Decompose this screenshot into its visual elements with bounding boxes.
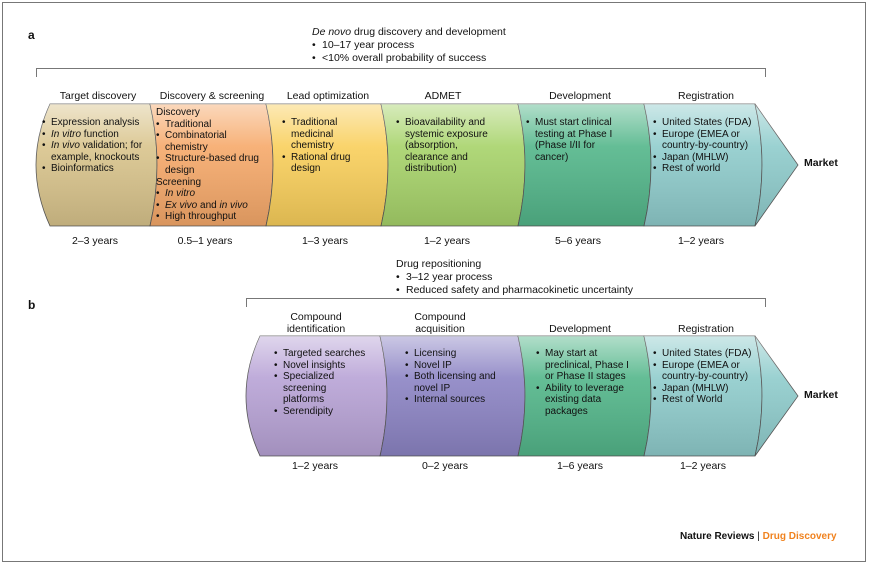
stage-duration: 2–3 years — [71, 235, 119, 247]
stage-item: Europe (EMEA or country-by-country) — [653, 360, 753, 383]
journal-name: Nature Reviews — [680, 531, 755, 542]
stage-duration: 0–2 years — [421, 460, 469, 472]
stage-duration: 1–2 years — [679, 460, 727, 472]
panel-a-header-title: De novo drug discovery and development — [312, 26, 506, 38]
stage-body: United States (FDA) Europe (EMEA or coun… — [653, 117, 753, 175]
stage-item: Licensing — [405, 348, 505, 360]
credit-separator: | — [757, 531, 760, 542]
stage-body: Traditional medicinal chemistry Rational… — [282, 117, 378, 175]
stage-subheading: Discovery — [156, 107, 200, 118]
journal-section: Drug Discovery — [762, 531, 837, 542]
stage-item: Targeted searches — [274, 348, 370, 360]
stage-item: Novel insights — [274, 360, 370, 372]
stage-item: Rational drug design — [282, 152, 378, 175]
stage-item: Must start clinical testing at Phase I (… — [526, 117, 626, 163]
stage-title: Development — [549, 90, 611, 102]
panel-a-header: De novo drug discovery and development 1… — [312, 26, 506, 65]
stage-body: May start at preclinical, Phase I or Pha… — [536, 348, 632, 418]
stage-item: Bioavailability and systemic exposure (a… — [396, 117, 502, 175]
stage-body: Expression analysis In vitro function In… — [42, 117, 150, 175]
stage-item: Ex vivo and in vivo — [156, 200, 266, 212]
market-label: Market — [804, 157, 838, 169]
stage-duration: 5–6 years — [554, 235, 602, 247]
pipeline-arrow-tip-shade — [755, 336, 798, 456]
stage-body: Licensing Novel IP Both licensing and no… — [405, 348, 505, 406]
stage-item: Combinatorial chemistry — [156, 130, 266, 153]
stage-title: Development — [549, 323, 611, 335]
stage-item: Both licensing and novel IP — [405, 371, 505, 394]
stage-duration: 1–3 years — [301, 235, 349, 247]
panel-a-header-bullet: <10% overall probability of success — [312, 52, 506, 65]
stage-duration: 1–2 years — [291, 460, 339, 472]
stage-duration: 0.5–1 years — [177, 235, 233, 247]
stage-title: Registration — [677, 90, 735, 102]
journal-credit: Nature Reviews | Drug Discovery — [680, 531, 837, 542]
panel-b-bracket — [246, 298, 766, 307]
stage-body: United States (FDA) Europe (EMEA or coun… — [653, 348, 753, 406]
stage-item: Rest of world — [653, 163, 753, 175]
panel-b-header-title: Drug repositioning — [396, 258, 482, 270]
stage-item: Ability to leverage existing data packag… — [536, 383, 632, 418]
stage-item: Japan (MHLW) — [653, 383, 753, 395]
figure-frame — [2, 2, 866, 562]
panel-a-label: a — [28, 28, 35, 42]
panel-a-bracket — [36, 68, 766, 77]
stage-title: Lead optimization — [286, 90, 370, 102]
stage-item: United States (FDA) — [653, 117, 753, 129]
stage-item: Specialized screening platforms — [274, 371, 370, 406]
panel-b-header-bullet: 3–12 year process — [396, 271, 633, 284]
panel-b-header-bullet: Reduced safety and pharmacokinetic uncer… — [396, 284, 633, 297]
stage-title: ADMET — [424, 90, 462, 102]
stage-item: Traditional — [156, 119, 266, 131]
stage-item: Internal sources — [405, 394, 505, 406]
panel-a-header-bullet: 10–17 year process — [312, 39, 506, 52]
stage-title: Target discovery — [59, 90, 137, 102]
stage-item: Structure-based drug design — [156, 153, 266, 176]
stage-item: Traditional medicinal chemistry — [282, 117, 378, 152]
stage-item: In vitro function — [42, 129, 150, 141]
stage-item: In vitro — [156, 188, 266, 200]
market-label: Market — [804, 389, 838, 401]
panel-b-header: Drug repositioning 3–12 year process Red… — [396, 258, 633, 297]
pipeline-arrow-tip-shade — [755, 104, 798, 226]
stage-duration: 1–2 years — [423, 235, 471, 247]
stage-subheading: Screening — [156, 176, 202, 188]
stage-item: High throughput — [156, 211, 266, 223]
stage-item: Europe (EMEA or country-by-country) — [653, 129, 753, 152]
stage-item: Bioinformatics — [42, 163, 150, 175]
stage-item: Japan (MHLW) — [653, 152, 753, 164]
panel-b-label: b — [28, 298, 36, 312]
stage-item: United States (FDA) — [653, 348, 753, 360]
stage-item: In vivo validation; for example, knockou… — [42, 140, 150, 163]
stage-item: May start at preclinical, Phase I or Pha… — [536, 348, 632, 383]
stage-duration: 1–2 years — [677, 235, 725, 247]
stage-body: Must start clinical testing at Phase I (… — [526, 117, 626, 163]
stage-item: Novel IP — [405, 360, 505, 372]
stage-item: Serendipity — [274, 406, 370, 418]
stage-title: Discovery & screening — [159, 90, 265, 102]
stage-body: Targeted searches Novel insights Special… — [274, 348, 370, 418]
stage-item: Rest of World — [653, 394, 753, 406]
stage-duration: 1–6 years — [556, 460, 604, 472]
stage-title: Registration — [677, 323, 735, 335]
stage-body: Bioavailability and systemic exposure (a… — [396, 117, 502, 175]
stage-body: Discovery Traditional Combinatorial chem… — [156, 107, 266, 223]
stage-item: Expression analysis — [42, 117, 150, 129]
